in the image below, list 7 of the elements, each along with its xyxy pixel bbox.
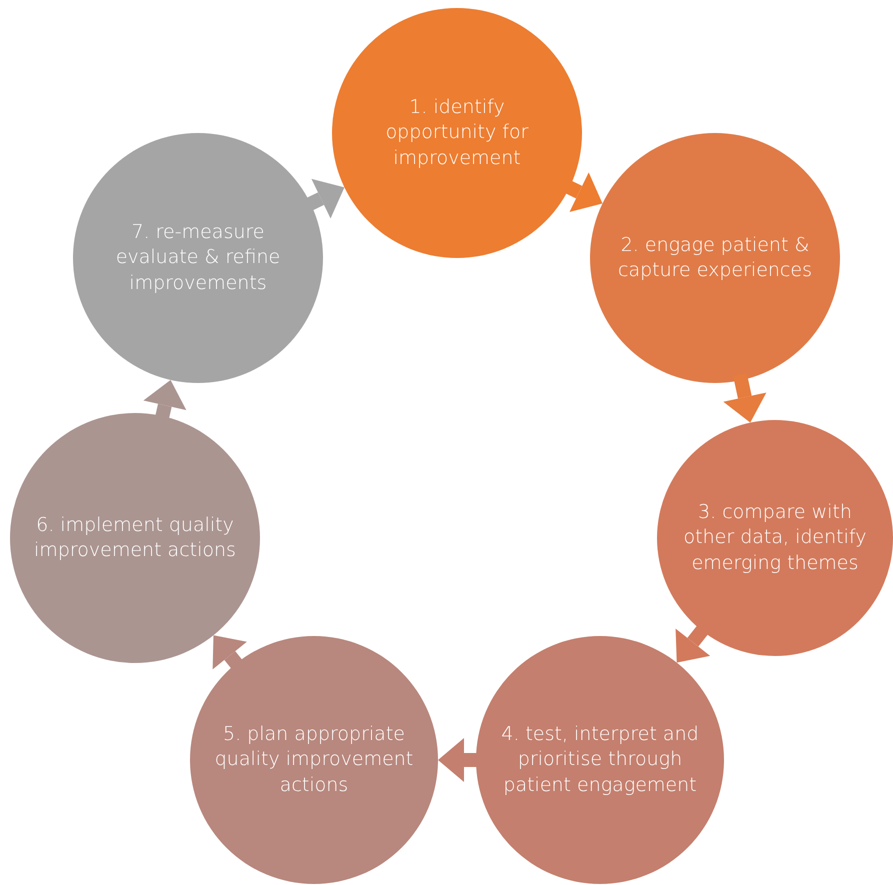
- step-label: 6. implement quality improvement actions: [33, 512, 237, 563]
- step-label: 5. plan appropriate quality improvement actions: [214, 722, 414, 798]
- step-label: 4. test, interpret and prioritise through patient engagement: [500, 722, 700, 798]
- step-label: 2. engage patient & capture experiences: [617, 232, 813, 283]
- step-label: 3. compare with other data, identify emerging themes: [682, 500, 868, 576]
- step-label: 7. re-measure evaluate & refine improvements: [114, 220, 282, 296]
- step-label: 1. identify opportunity for improvement: [384, 95, 530, 171]
